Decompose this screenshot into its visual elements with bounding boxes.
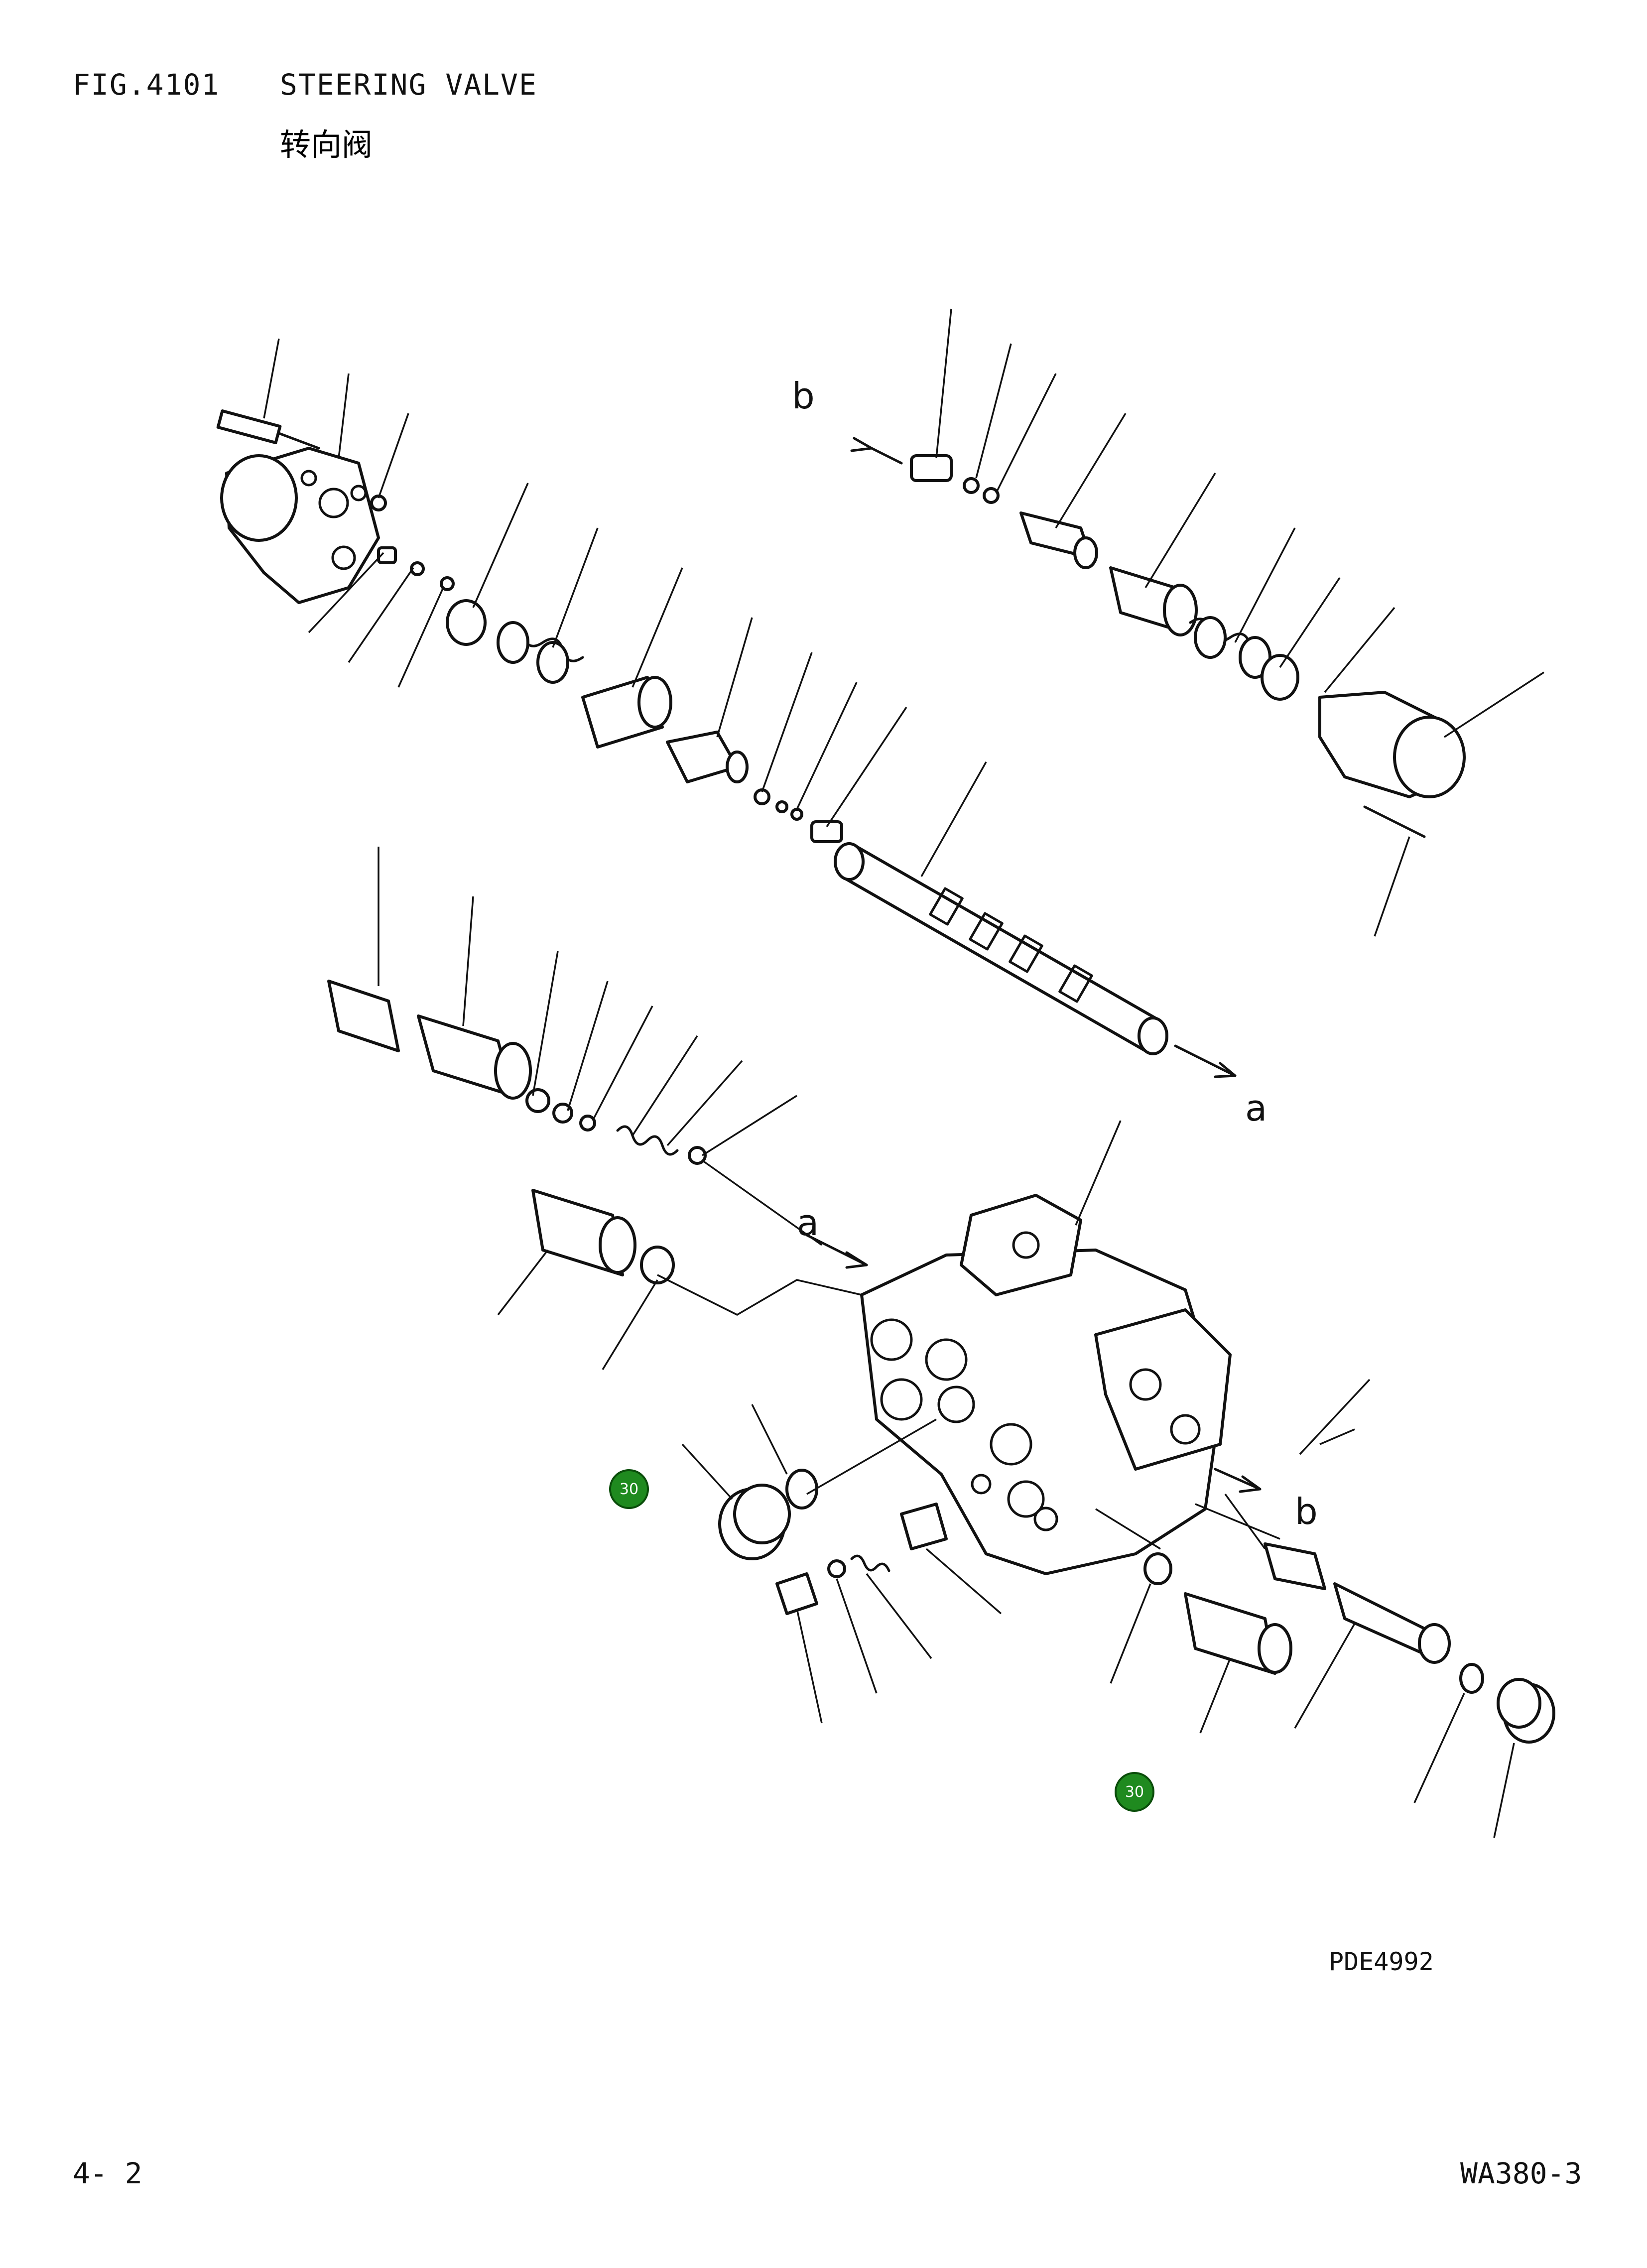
direction-label-b-lower: b — [1295, 1491, 1318, 1532]
plug-far-right — [1497, 1678, 1555, 1744]
valve-body — [860, 1194, 1232, 1575]
relief-valve-right — [1184, 1592, 1292, 1675]
left-end-cover — [220, 447, 380, 604]
right-spring — [1189, 616, 1271, 679]
callout-badge-label: 30 — [620, 1481, 638, 1498]
retainer-sleeve — [581, 676, 672, 749]
callout-badge-right[interactable]: 30 — [1115, 1772, 1154, 1812]
right-plug-cap — [910, 454, 1000, 504]
model-code: WA380-3 — [1460, 2156, 1582, 2190]
cover-bolt — [216, 409, 320, 450]
upper-spring-left — [497, 621, 584, 684]
right-end-cover — [1318, 691, 1466, 838]
o-ring-far-right — [1459, 1663, 1484, 1694]
direction-label-a-lower: a — [797, 1202, 819, 1244]
plug-large-left — [718, 1484, 791, 1560]
o-ring-body-right — [1143, 1552, 1172, 1585]
direction-label-b-upper: b — [792, 375, 815, 417]
figure-number: FIG.4101 — [73, 68, 220, 102]
right-sleeve — [1109, 566, 1198, 636]
check-valve-parts-left — [775, 1503, 948, 1615]
callout-badge-left[interactable]: 30 — [609, 1469, 649, 1509]
right-poppet — [1019, 511, 1098, 569]
pilot-poppet — [666, 731, 749, 783]
figure-title-chinese: 转向阀 — [280, 126, 373, 163]
figure-title: STEERING VALVE — [280, 68, 537, 102]
washers-center — [754, 788, 843, 843]
right-o-ring — [1261, 654, 1299, 701]
arrow-b-lower — [1214, 1468, 1262, 1491]
drawing-code: PDE4992 — [1329, 1947, 1434, 1976]
callout-badge-label: 30 — [1125, 1783, 1144, 1801]
small-o-rings-left — [370, 495, 487, 646]
main-spool — [834, 842, 1168, 1055]
direction-label-a-upper: a — [1245, 1087, 1267, 1129]
relief-valve-lower — [531, 1189, 675, 1284]
relief-valve-cartridge — [327, 980, 707, 1165]
arrow-a-upper — [1174, 1044, 1237, 1077]
page-number: 4- 2 — [73, 2156, 142, 2190]
arrow-b-upper — [870, 447, 903, 465]
check-spool-right — [1264, 1542, 1451, 1664]
leader-lines — [263, 308, 1544, 1838]
o-ring-body-left — [785, 1469, 818, 1510]
